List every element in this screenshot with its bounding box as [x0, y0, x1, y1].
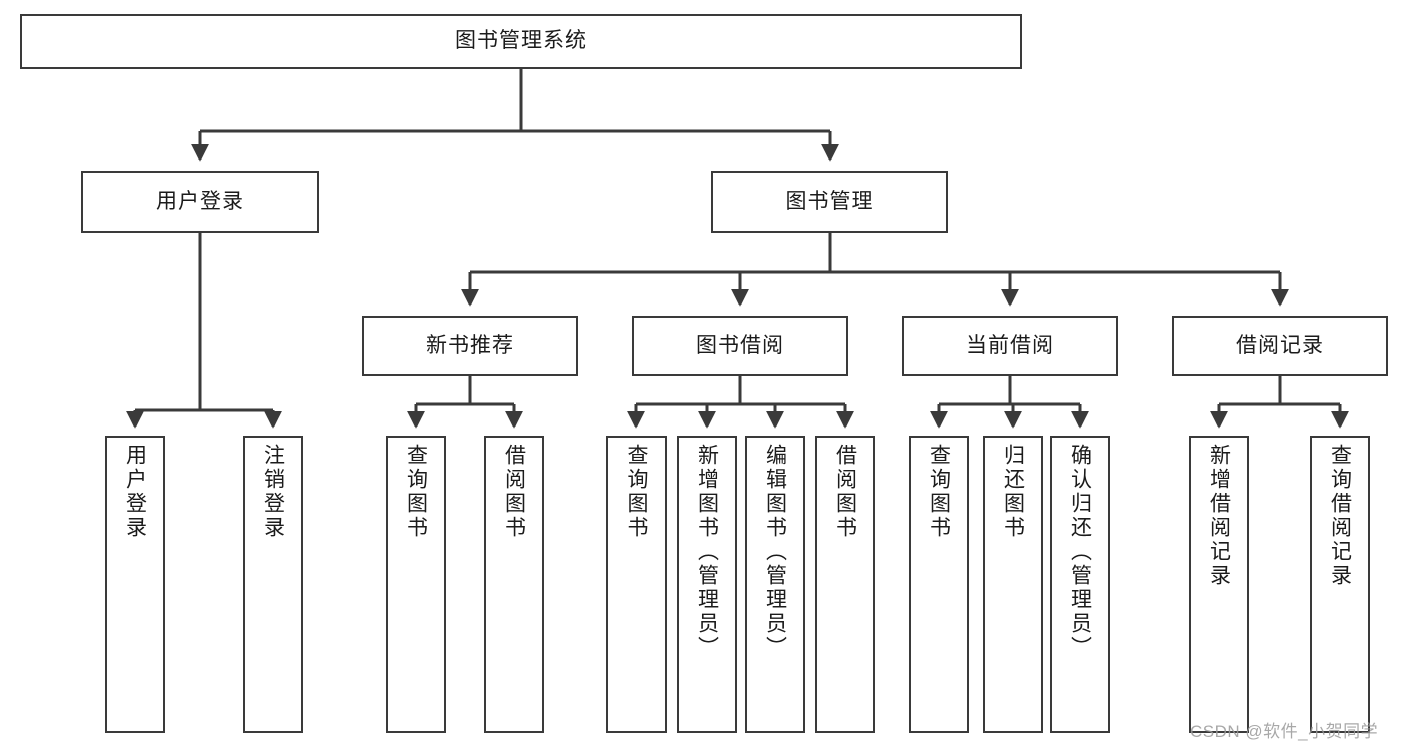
node-borrow-record-label: 借阅记录 [1236, 333, 1324, 357]
node-book-borrow[interactable]: 图书借阅 [632, 316, 848, 376]
node-leaf-query-book-1[interactable]: 查询图书 [386, 436, 446, 733]
node-leaf-confirm-return[interactable]: 确认归还（管理员） [1050, 436, 1110, 733]
node-leaf-borrow-book-2[interactable]: 借阅图书 [815, 436, 875, 733]
node-leaf-confirm-return-label: 确认归还（管理员） [1068, 444, 1092, 660]
node-borrow-record[interactable]: 借阅记录 [1172, 316, 1388, 376]
node-leaf-query-book-2-label: 查询图书 [625, 444, 648, 540]
node-leaf-edit-book[interactable]: 编辑图书（管理员） [745, 436, 805, 733]
node-leaf-borrow-book-1-label: 借阅图书 [502, 444, 526, 540]
node-leaf-query-record[interactable]: 查询借阅记录 [1310, 436, 1370, 733]
node-leaf-add-record-label: 新增借阅记录 [1207, 444, 1231, 588]
node-leaf-query-record-label: 查询借阅记录 [1328, 444, 1352, 588]
node-user-login[interactable]: 用户登录 [81, 171, 319, 233]
node-leaf-return-book-label: 归还图书 [1001, 444, 1025, 540]
node-leaf-borrow-book-1[interactable]: 借阅图书 [484, 436, 544, 733]
node-current-borrow[interactable]: 当前借阅 [902, 316, 1118, 376]
node-leaf-user-logout-label: 注销登录 [261, 444, 285, 540]
node-book-manage[interactable]: 图书管理 [711, 171, 948, 233]
node-new-book-rec[interactable]: 新书推荐 [362, 316, 578, 376]
node-book-manage-label: 图书管理 [785, 189, 874, 213]
node-leaf-user-login[interactable]: 用户登录 [105, 436, 165, 733]
node-leaf-add-record[interactable]: 新增借阅记录 [1189, 436, 1249, 733]
node-root-label: 图书管理系统 [455, 29, 587, 53]
node-leaf-query-book-3[interactable]: 查询图书 [909, 436, 969, 733]
node-leaf-user-logout[interactable]: 注销登录 [243, 436, 303, 733]
node-leaf-borrow-book-2-label: 借阅图书 [833, 444, 857, 540]
node-new-book-rec-label: 新书推荐 [426, 333, 514, 357]
node-leaf-query-book-2[interactable]: 查询图书 [606, 436, 667, 733]
node-leaf-add-book-label: 新增图书（管理员） [695, 444, 719, 660]
node-leaf-query-book-3-label: 查询图书 [927, 444, 951, 540]
node-book-borrow-label: 图书借阅 [696, 333, 784, 357]
node-leaf-return-book[interactable]: 归还图书 [983, 436, 1043, 733]
node-current-borrow-label: 当前借阅 [966, 333, 1054, 357]
node-leaf-query-book-1-label: 查询图书 [404, 444, 428, 540]
node-leaf-user-login-label: 用户登录 [123, 444, 147, 540]
node-root[interactable]: 图书管理系统 [20, 14, 1022, 69]
watermark-csdn: CSDN @软件_小贺同学 [1190, 722, 1379, 741]
node-leaf-edit-book-label: 编辑图书（管理员） [763, 444, 787, 660]
node-user-login-label: 用户登录 [156, 189, 244, 213]
node-leaf-add-book[interactable]: 新增图书（管理员） [677, 436, 737, 733]
